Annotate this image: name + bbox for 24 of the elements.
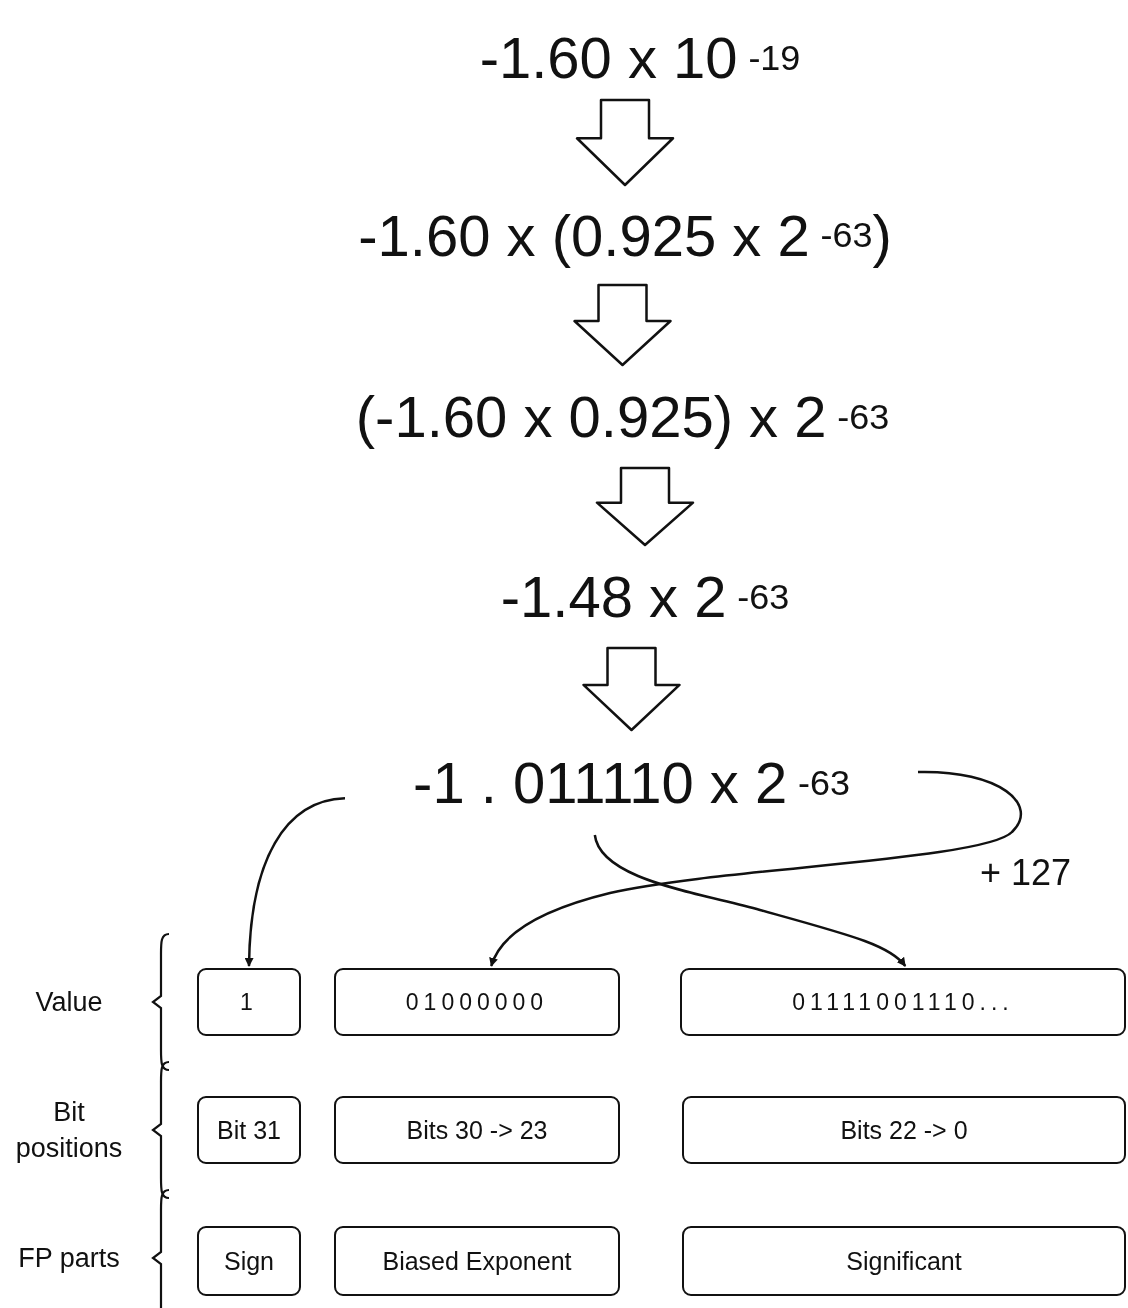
block-arrow xyxy=(573,283,672,367)
curved-arrow xyxy=(593,834,907,967)
bit-field-box: Bits 30 -> 23 xyxy=(334,1096,620,1164)
bit-field-box: Significant xyxy=(682,1226,1126,1296)
formula-text: -1 . 011110 x 2$^{-63}$ xyxy=(345,730,918,835)
row-label: FP parts xyxy=(17,1242,121,1275)
bit-field-box: 1 xyxy=(197,968,301,1036)
curved-arrow xyxy=(489,770,1022,967)
bit-field-box: 01111001110... xyxy=(680,968,1126,1036)
row-label: Bit positions xyxy=(14,1095,124,1165)
block-arrow xyxy=(582,646,681,732)
block-arrow xyxy=(575,98,675,187)
block-arrow xyxy=(595,466,695,547)
formula-text: -1.60 x 10$^{-19}$ xyxy=(425,15,855,100)
curved-arrow xyxy=(244,797,346,967)
bit-field-box: 01000000 xyxy=(334,968,620,1036)
formula-text: (-1.60 x 0.925) x 2$^{-63}$ xyxy=(300,365,945,468)
formula-text: -1.48 x 2$^{-63}$ xyxy=(465,545,825,648)
formula-text: -1.60 x (0.925 x 2$^{-63}$) xyxy=(295,185,955,285)
bit-field-box: Sign xyxy=(197,1226,301,1296)
row-label: Value xyxy=(34,986,104,1019)
bit-field-box: Bit 31 xyxy=(197,1096,301,1164)
bit-field-box: Bits 22 -> 0 xyxy=(682,1096,1126,1164)
bit-field-box: Biased Exponent xyxy=(334,1226,620,1296)
